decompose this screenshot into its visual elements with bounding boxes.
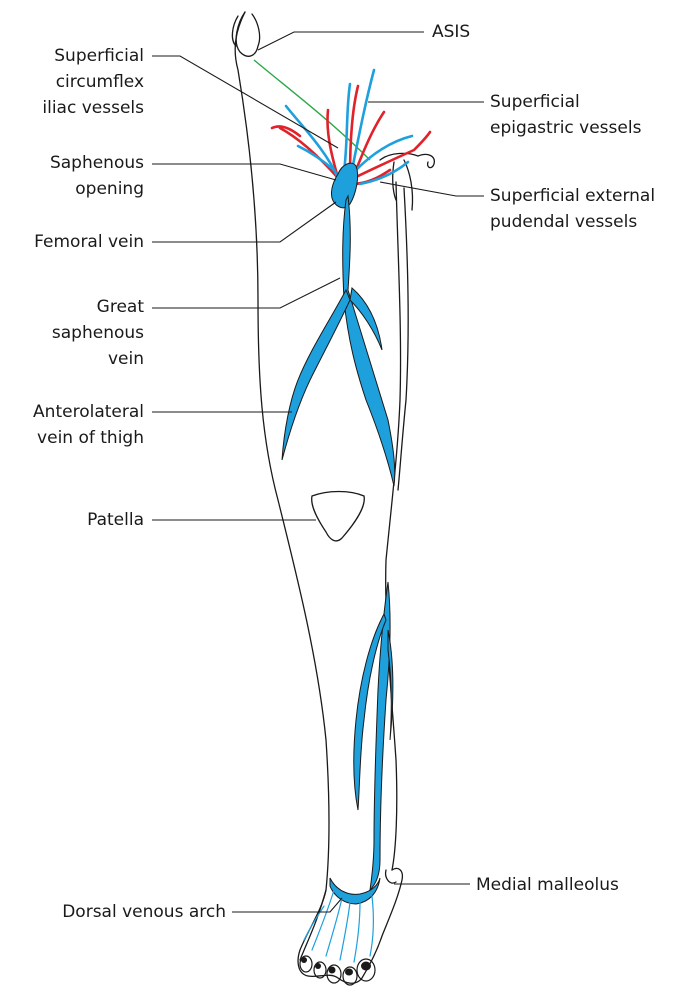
label-saphenous-opening: Saphenous opening (14, 150, 144, 202)
label-dorsal-venous-arch: Dorsal venous arch (0, 899, 226, 925)
leader-femoral (152, 202, 336, 242)
label-medial-malleolus: Medial malleolus (476, 872, 619, 898)
label-line: iliac vessels (14, 95, 144, 121)
label-line: Superficial (490, 89, 641, 115)
leg-inner-outline (398, 188, 408, 490)
label-line: Medial malleolus (476, 872, 619, 898)
label-great-saphenous-vein: Great saphenous vein (14, 294, 144, 372)
label-line: Patella (14, 507, 144, 533)
label-line: Superficial (14, 43, 144, 69)
label-line: opening (14, 176, 144, 202)
label-superficial-epigastric: Superficial epigastric vessels (490, 89, 641, 141)
great-saphenous-vein-thigh (343, 196, 395, 486)
leader-saphenous-opening (152, 164, 336, 180)
label-line: Saphenous (14, 150, 144, 176)
pubic-line-2 (393, 162, 396, 200)
label-superficial-external-pudendal: Superficial external pudendal vessels (490, 183, 655, 235)
leader-dorsal-arch (232, 898, 342, 912)
leader-asis (258, 32, 424, 50)
label-line: circumflex (14, 69, 144, 95)
leader-great-saphenous (152, 278, 340, 308)
label-anterolateral-vein: Anterolateral vein of thigh (0, 399, 144, 451)
label-line: Dorsal venous arch (0, 899, 226, 925)
toes (300, 956, 375, 985)
label-line: saphenous (14, 320, 144, 346)
label-line: vein (14, 346, 144, 372)
medial-malleolus (386, 870, 396, 883)
label-asis-text: ASIS (432, 19, 470, 45)
label-femoral-vein: Femoral vein (0, 229, 144, 255)
label-line: pudendal vessels (490, 209, 655, 235)
label-line: vein of thigh (0, 425, 144, 451)
label-line: Superficial external (490, 183, 655, 209)
label-patella: Patella (14, 507, 144, 533)
label-line: Femoral vein (0, 229, 144, 255)
label-superficial-circumflex-iliac: Superficial circumflex iliac vessels (14, 43, 144, 121)
label-line: Anterolateral (0, 399, 144, 425)
veins (282, 70, 412, 962)
anterolateral-vein (282, 290, 350, 460)
label-line: Great (14, 294, 144, 320)
leg-medial-outline (386, 182, 401, 870)
label-line: epigastric vessels (490, 115, 641, 141)
label-asis: ASIS (432, 19, 470, 45)
patella (312, 492, 365, 541)
asis-hook (236, 12, 259, 56)
